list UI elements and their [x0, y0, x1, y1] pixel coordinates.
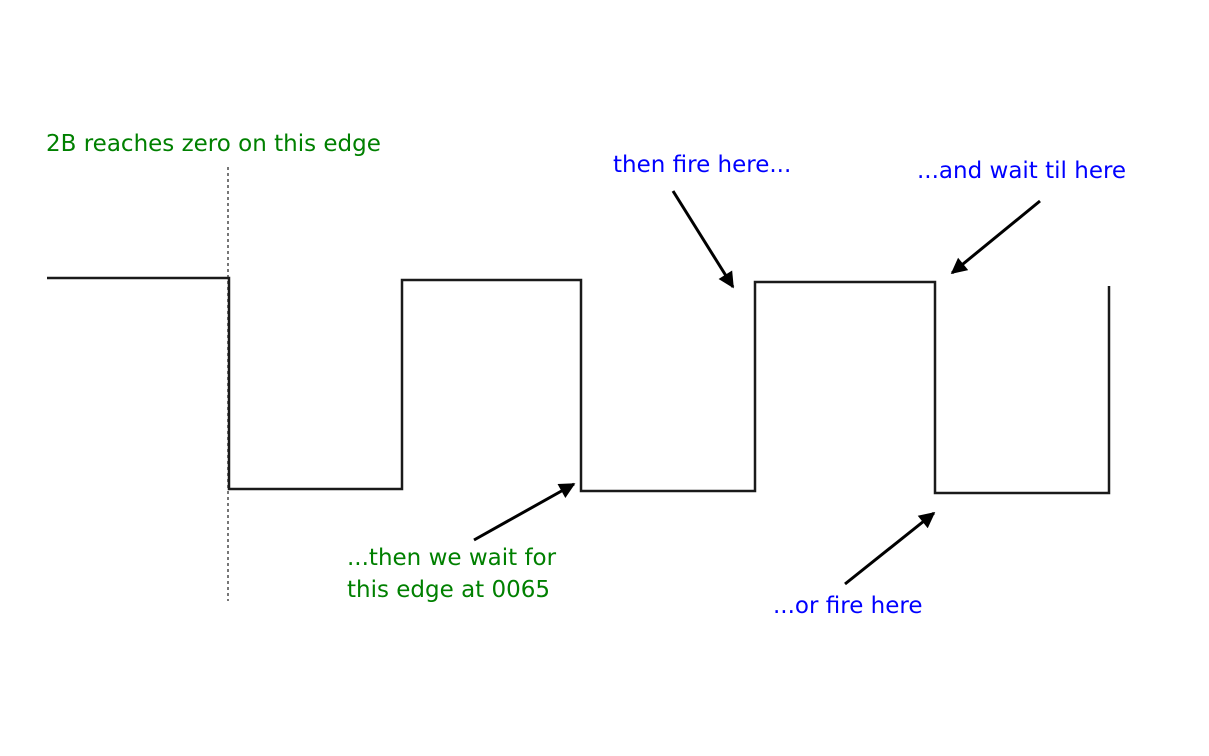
wait-til-here-label: ...and wait til here: [917, 158, 1126, 184]
fire-here-label: then fire here...: [613, 152, 791, 178]
arrow-wait-til-here: [950, 199, 1041, 275]
arrow-fire-here: [671, 190, 735, 289]
arrow-or-fire-here: [844, 511, 936, 586]
wait-edge-label-line1: ...then we wait for: [347, 545, 557, 571]
wait-edge-label-line2: this edge at 0065: [347, 577, 550, 603]
or-fire-here-label: ...or fire here: [773, 593, 923, 619]
zero-edge-label: 2B reaches zero on this edge: [46, 131, 381, 157]
square-wave: [47, 276, 1111, 495]
arrow-wait-edge: [473, 482, 576, 542]
